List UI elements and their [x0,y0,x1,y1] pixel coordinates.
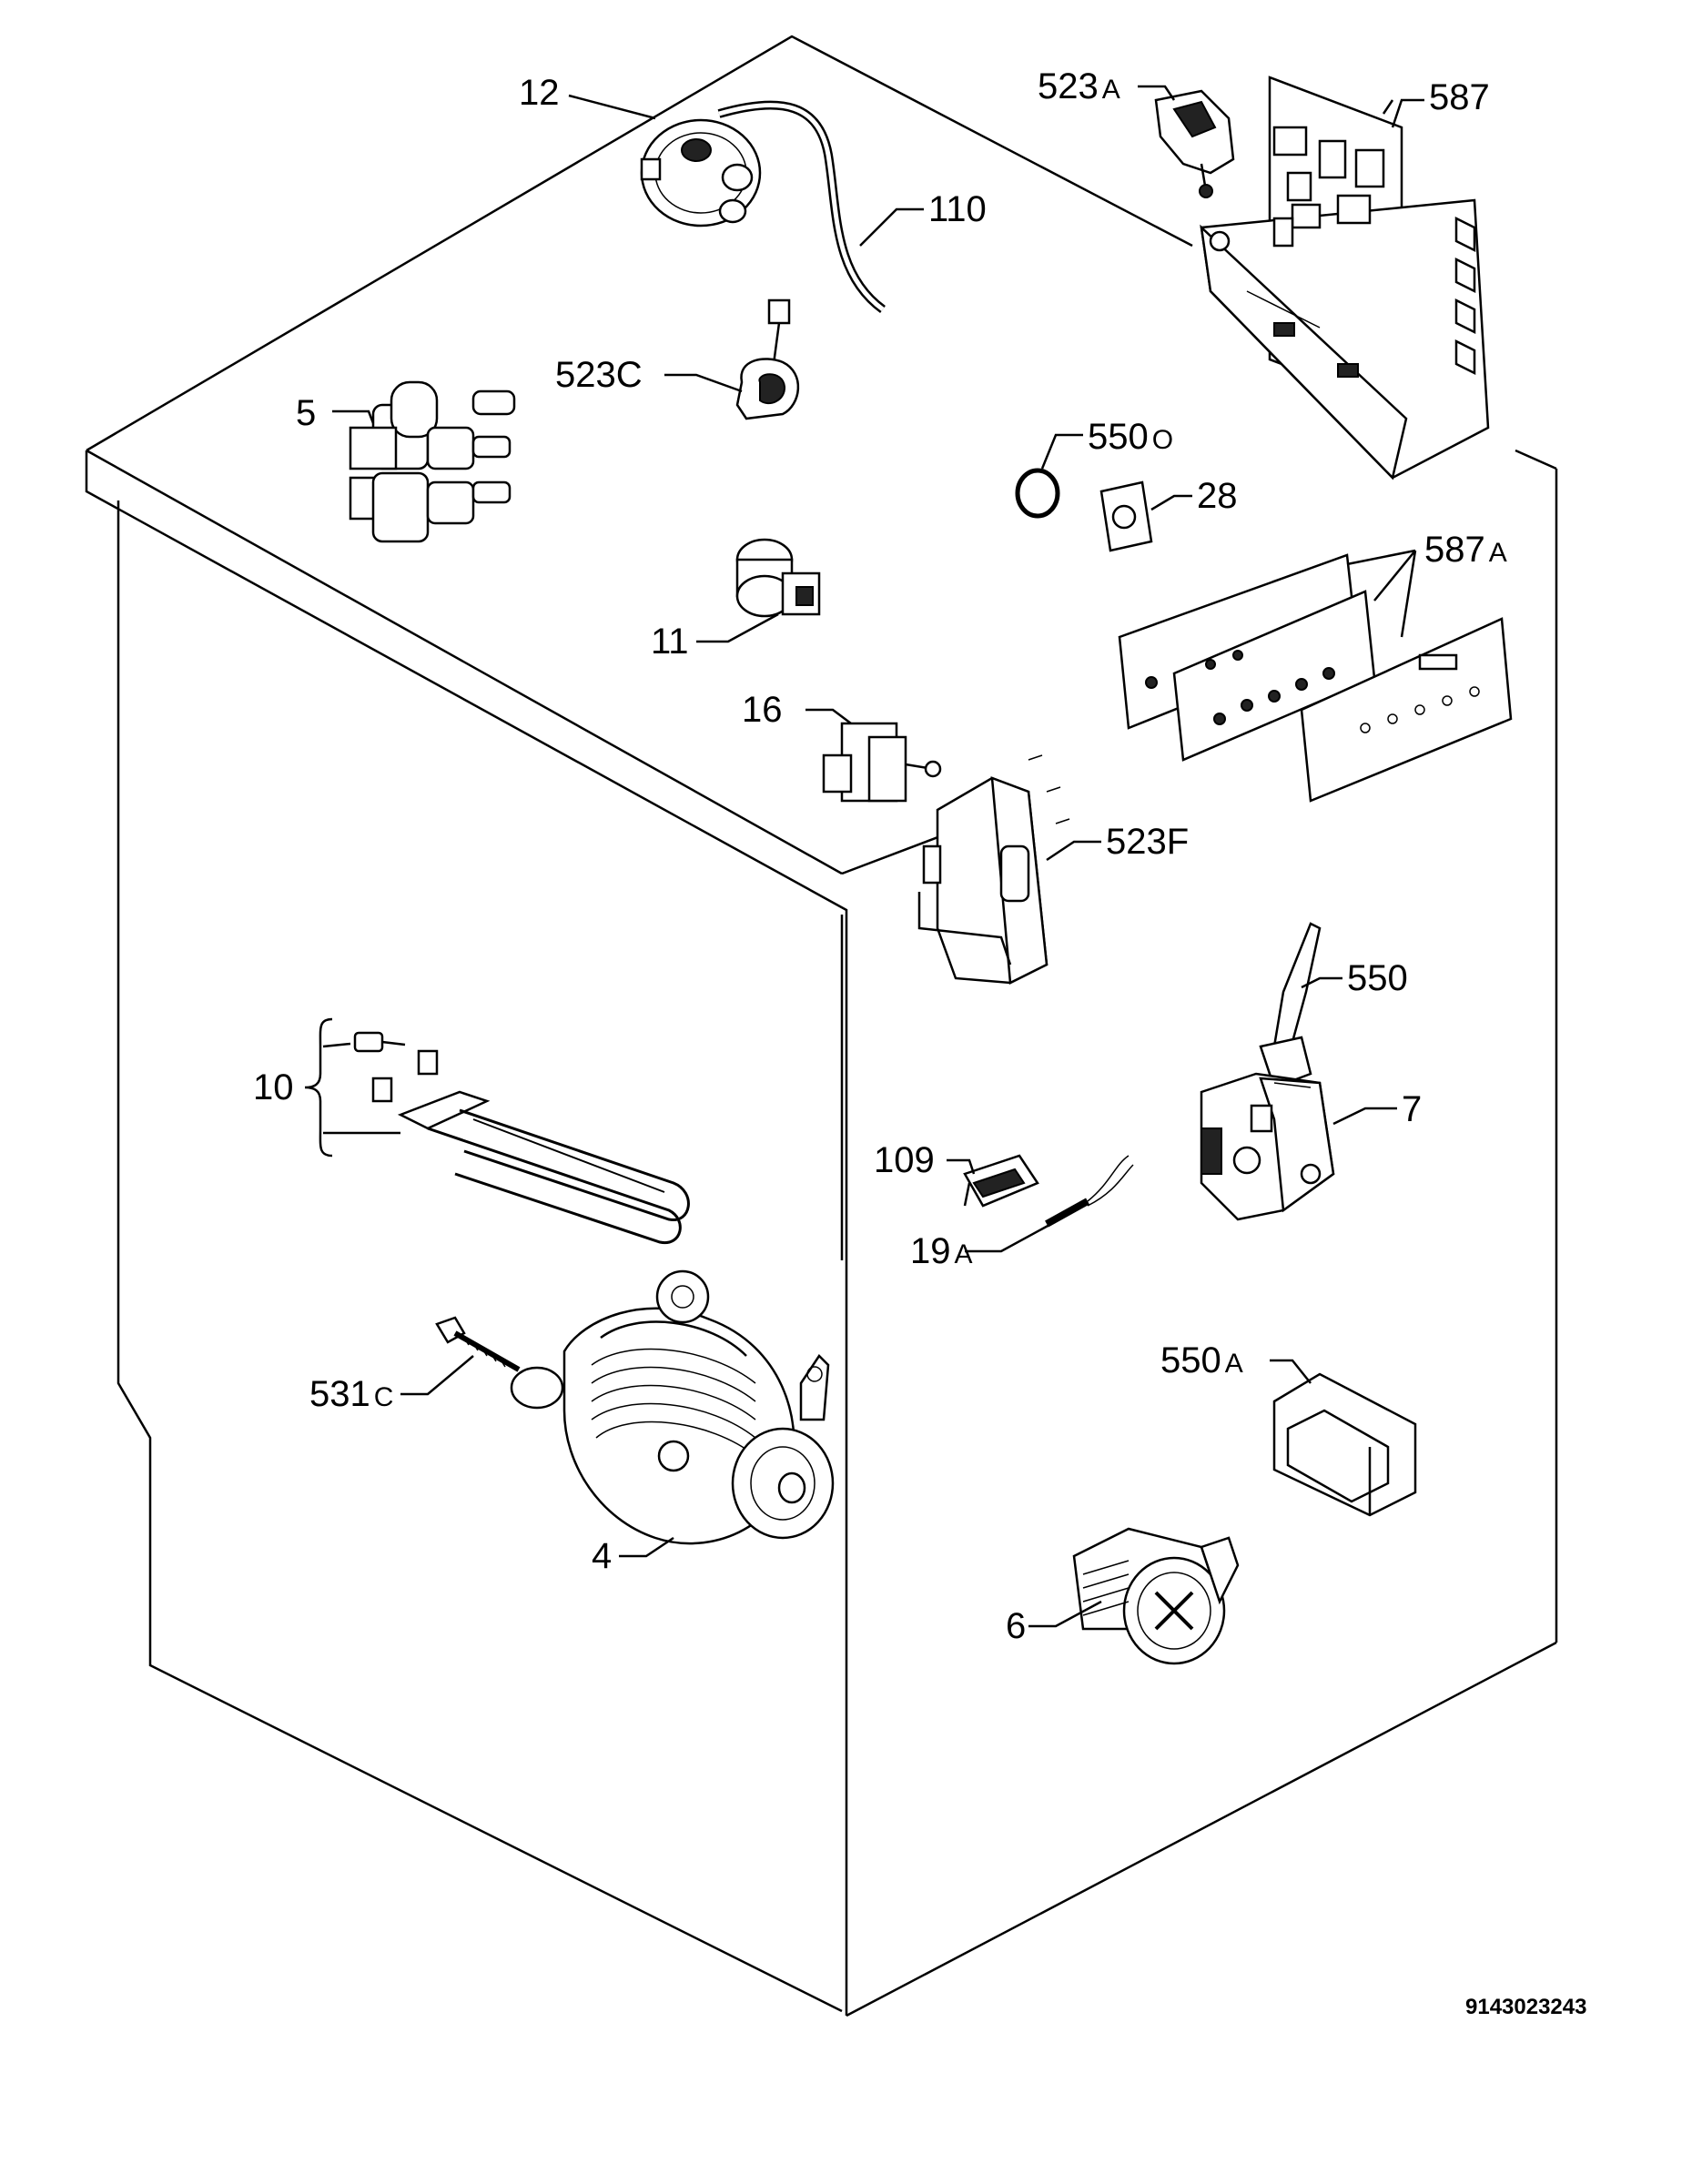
pressure-switch-part-12 [640,118,762,228]
label-110: 110 [928,189,987,229]
label-5: 5 [296,393,316,433]
connector-part-523a [1154,89,1235,198]
door-interlock-part-7 [1200,1072,1335,1221]
bracket-part-109 [963,1154,1039,1208]
sensor-part-19a [1045,1155,1134,1228]
switch-part-16 [822,722,942,803]
bracket-part-28 [1099,480,1153,552]
water-valve-part-5 [349,380,516,543]
cover-part-550a [1272,1372,1417,1517]
leader-lines [332,85,1424,1628]
label-523c: 523C [555,355,643,395]
drain-pump-part-4 [510,1269,835,1545]
label-6: 6 [1006,1606,1026,1646]
control-panels-part-587a [1118,553,1513,803]
connector-part-6 [1072,1527,1240,1665]
label-587: 587 [1429,77,1490,117]
electronic-module-part-587 [1200,76,1490,480]
cabinet-outline [85,35,1558,2017]
label-10: 10 [253,1067,294,1107]
label-7: 7 [1402,1089,1422,1129]
door-lock-lever-part-550 [1259,922,1322,1089]
label-4: 4 [592,1536,612,1576]
screw-part-531c [435,1316,521,1372]
label-550: 550 [1347,958,1408,998]
label-16: 16 [742,690,783,730]
door-lock-part-523f [917,754,1070,985]
label-11: 11 [651,622,689,662]
label-523f: 523F [1106,822,1189,862]
sensor-clip-part-523c [735,298,800,420]
drawing-code: 9143023243 [1465,1995,1586,2019]
label-12: 12 [519,73,560,113]
brace-part-10 [304,1017,333,1158]
label-28: 28 [1197,476,1238,516]
label-109: 109 [874,1140,935,1180]
capacitor-part-11 [735,538,821,618]
o-ring-part-550o [1015,468,1060,519]
heating-element-part-10 [353,1031,690,1244]
